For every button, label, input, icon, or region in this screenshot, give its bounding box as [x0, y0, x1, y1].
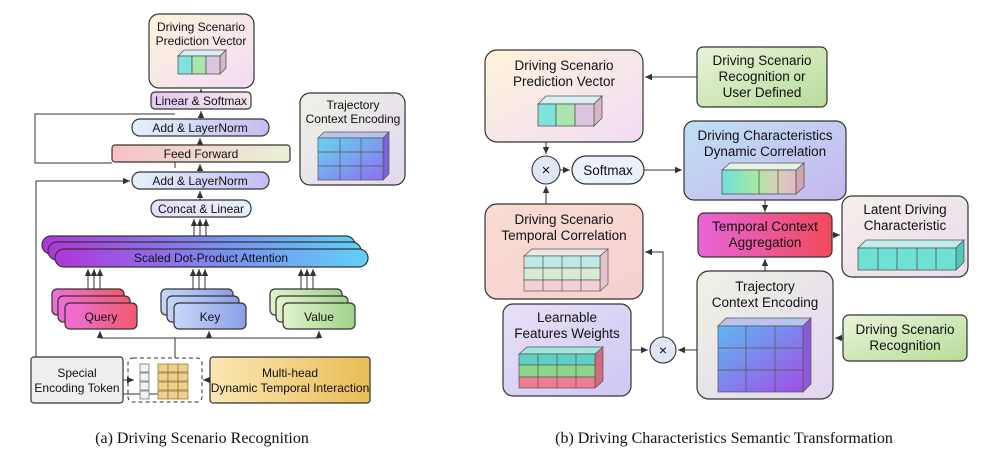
- multihead-label-1: Multi-head: [262, 366, 318, 380]
- concat-linear-box: Concat & Linear: [150, 199, 252, 218]
- value-label: Value: [304, 310, 334, 324]
- scenario-recognition-label-1: Driving Scenario: [855, 322, 954, 337]
- learnable-weights-label-1: Learnable: [537, 310, 597, 325]
- multihead-label-2: Dynamic Temporal Interaction: [211, 381, 370, 395]
- latent-characteristic-box: Latent Driving Characteristic: [841, 195, 969, 278]
- dynamic-correlation-box: Driving Characteristics Dynamic Correlat…: [683, 120, 847, 201]
- prediction-vector-b-label-2: Prediction Vector: [513, 74, 616, 89]
- temporal-correlation-cube: [523, 248, 609, 292]
- special-token-label-2: Encoding Token: [34, 381, 119, 395]
- prediction-vector-cube-b: [537, 95, 603, 127]
- input-to-qkv-lines: [96, 331, 323, 358]
- trajectory-encoding-a-label-2: Context Encoding: [306, 112, 401, 126]
- multiply-symbol-top: ×: [542, 162, 551, 179]
- trajectory-encoding-a-label-1: Trajectory: [327, 98, 380, 112]
- temporal-aggregation-box: Temporal Context Aggregation: [697, 212, 833, 258]
- multiply-node-bottom: ×: [649, 336, 677, 364]
- prediction-vector-box-b: Driving Scenario Prediction Vector: [484, 49, 644, 143]
- prediction-vector-title-a-1: Driving Scenario: [157, 20, 245, 34]
- softmax-label: Softmax: [583, 163, 633, 178]
- arrow-mult-to-tempcorr: [645, 248, 664, 337]
- token-column: [139, 363, 150, 400]
- query-label: Query: [85, 310, 118, 324]
- trajectory-encoding-box-a: Trajectory Context Encoding: [299, 92, 406, 186]
- add-layernorm-bottom: Add & LayerNorm: [131, 171, 270, 190]
- input-matrix: [127, 357, 203, 403]
- residual-line-bottom: [35, 177, 130, 394]
- special-encoding-token-box: Special Encoding Token: [30, 356, 124, 404]
- trajectory-cube-a: [317, 131, 390, 181]
- prediction-vector-cube-a: [177, 49, 227, 75]
- key-label: Key: [200, 310, 221, 324]
- learnable-weights-box: Learnable Features Weights: [502, 303, 632, 397]
- trajectory-encoding-b-label-2: Context Encoding: [712, 295, 819, 310]
- feature-grid: [157, 363, 189, 400]
- value-box: Value: [269, 288, 356, 330]
- multihead-interaction-box: Multi-head Dynamic Temporal Interaction: [209, 356, 371, 404]
- latent-characteristic-label-2: Characteristic: [864, 218, 947, 233]
- temporal-aggregation-label-1: Temporal Context: [712, 219, 818, 234]
- concat-linear-label: Concat & Linear: [158, 202, 244, 216]
- dynamic-correlation-label-2: Dynamic Correlation: [704, 144, 826, 159]
- feed-forward-label: Feed Forward: [164, 147, 239, 161]
- feed-forward-box: Feed Forward: [111, 144, 291, 163]
- multiply-node-top: ×: [531, 155, 561, 185]
- scenario-recognition-box: Driving Scenario Recognition: [842, 314, 968, 362]
- trajectory-encoding-b-label-1: Trajectory: [735, 279, 795, 294]
- scenario-recognition-user-label-1: Driving Scenario: [712, 53, 811, 68]
- residual-line-top: [34, 113, 175, 164]
- dynamic-correlation-label-1: Driving Characteristics: [697, 128, 832, 143]
- linear-softmax-label: Linear & Softmax: [155, 94, 247, 108]
- temporal-correlation-box: Driving Scenario Temporal Correlation: [484, 203, 644, 300]
- special-token-label-1: Special: [57, 366, 96, 380]
- learnable-weights-cube: [518, 346, 604, 389]
- temporal-correlation-label-1: Driving Scenario: [514, 212, 613, 227]
- add-layernorm-top-label: Add & LayerNorm: [152, 121, 247, 135]
- latent-characteristic-bar: [857, 239, 965, 271]
- panel-a: Driving Scenario Prediction Vector Linea…: [30, 13, 406, 404]
- add-layernorm-bottom-label: Add & LayerNorm: [152, 174, 247, 188]
- trajectory-encoding-box-b: Trajectory Context Encoding: [696, 270, 834, 400]
- latent-characteristic-label-1: Latent Driving: [863, 202, 946, 217]
- prediction-vector-b-label-1: Driving Scenario: [514, 58, 613, 73]
- scenario-recognition-user-label-2: Recognition or: [718, 69, 806, 84]
- multiply-symbol-bottom: ×: [659, 342, 667, 358]
- caption-a: (a) Driving Scenario Recognition: [95, 430, 309, 447]
- scenario-recognition-user-box: Driving Scenario Recognition or User Def…: [696, 46, 828, 108]
- learnable-weights-label-2: Features Weights: [514, 326, 620, 341]
- panel-b: Driving Scenario Prediction Vector Drivi…: [484, 46, 969, 400]
- dynamic-correlation-cube: [720, 162, 806, 195]
- prediction-vector-box-a: Driving Scenario Prediction Vector: [148, 13, 255, 89]
- attention-label: Scaled Dot-Product Attention: [134, 251, 288, 265]
- scenario-recognition-user-label-3: User Defined: [723, 85, 802, 100]
- temporal-aggregation-label-2: Aggregation: [729, 235, 802, 250]
- add-layernorm-top: Add & LayerNorm: [131, 118, 270, 137]
- caption-b: (b) Driving Characteristics Semantic Tra…: [555, 430, 893, 447]
- softmax-box: Softmax: [571, 155, 645, 185]
- prediction-vector-title-a-2: Prediction Vector: [156, 34, 247, 48]
- temporal-correlation-label-2: Temporal Correlation: [501, 228, 626, 243]
- key-box: Key: [160, 288, 247, 330]
- trajectory-cube-b: [717, 317, 812, 393]
- linear-softmax-box: Linear & Softmax: [150, 91, 252, 110]
- scaled-dot-product-attention: Scaled Dot-Product Attention: [41, 235, 369, 268]
- query-box: Query: [51, 288, 138, 330]
- scenario-recognition-label-2: Recognition: [869, 338, 940, 353]
